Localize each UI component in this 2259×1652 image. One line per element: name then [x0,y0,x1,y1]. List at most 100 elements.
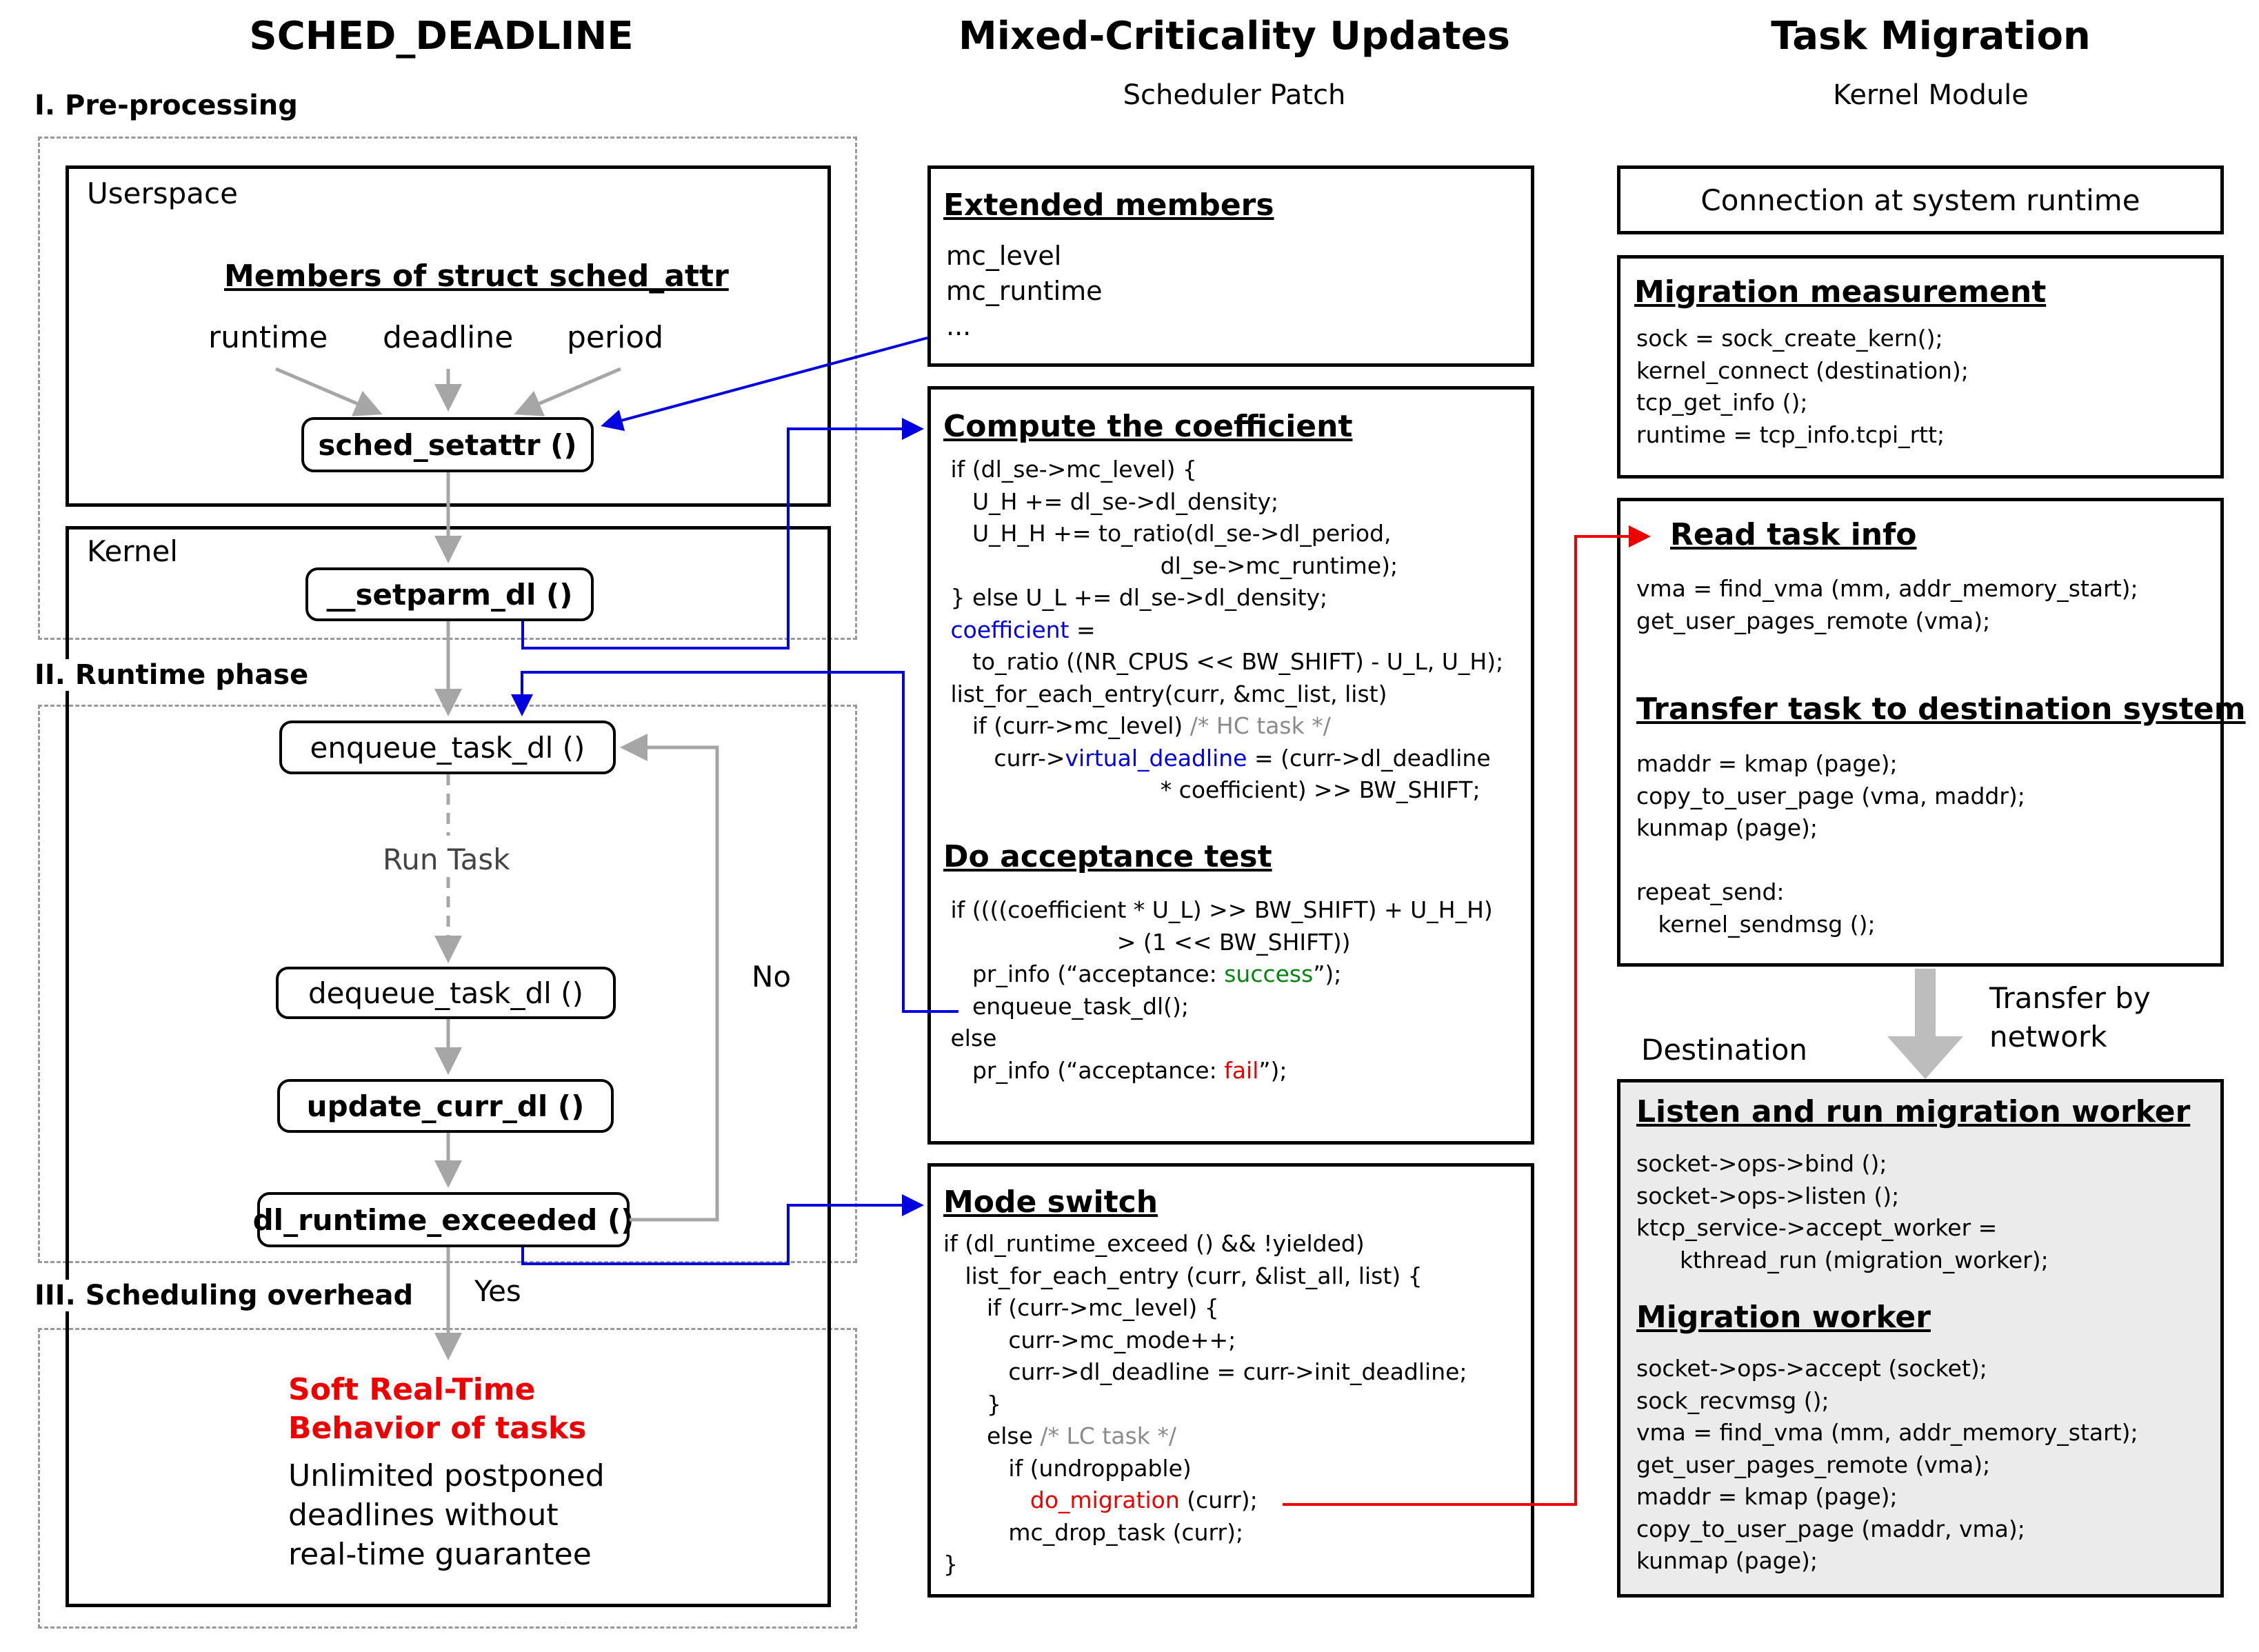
compute-coefficient-code: if (dl_se->mc_level) { U_H += dl_se->dl_… [943,454,1503,807]
overhead-desc-line3: real-time guarantee [288,1537,592,1572]
soft-realtime-title: Soft Real-Time Behavior of tasks [288,1371,586,1448]
listen-worker-title: Listen and run migration worker [1636,1094,2191,1129]
worker-line-2: sock_recvmsg (); [1636,1387,1829,1414]
lc-task-comment: /* LC task */ [1040,1422,1177,1449]
overhead-description: Unlimited postponed deadlines without re… [288,1456,605,1574]
mode-line-11: } [943,1551,958,1578]
transfer-line-1: maddr = kmap (page); [1636,750,1898,777]
accept-line-4: enqueue_task_dl(); [943,992,1189,1020]
coef-line-1: if (dl_se->mc_level) { [943,456,1197,483]
arrow-setparm-to-coefficient [521,418,924,649]
blue-arrows [511,336,958,1265]
arrow-exceeded-to-mode-switch [521,1194,924,1265]
member-period: period [567,320,664,355]
arrow-extended-to-setattr [601,336,928,432]
coef-line-11: * coefficient) >> BW_SHIFT; [943,776,1480,803]
mode-line-10: mc_drop_task (curr); [943,1518,1244,1546]
accept-line-5: else [943,1025,997,1051]
accept-line-2: > (1 << BW_SHIFT)) [943,928,1351,956]
arrow-acceptance-to-enqueue [511,671,958,1013]
worker-line-7: kunmap (page); [1636,1547,1818,1574]
sched-setattr-node: sched_setattr () [301,417,594,472]
measure-line-1: sock = sock_create_kern(); [1636,325,1943,352]
phase-label-overhead: III. Scheduling overhead [34,1280,418,1311]
mode-line-6: } [943,1390,1001,1418]
worker-line-4: get_user_pages_remote (vma); [1636,1451,1991,1478]
read-task-info-title: Read task info [1670,517,1917,552]
coef-line-2: U_H += dl_se->dl_density; [943,487,1279,515]
coefficient-variable: coefficient [943,616,1070,643]
setparm-dl-node: __setparm_dl () [305,567,594,621]
coef-line-3: U_H_H += to_ratio(dl_se->dl_period, [943,520,1392,547]
soft-realtime-line2: Behavior of tasks [288,1411,587,1446]
mode-line-2: list_for_each_entry (curr, &list_all, li… [943,1262,1423,1289]
migration-measurement-title: Migration measurement [1634,274,2047,310]
do-migration-call: do_migration [1030,1487,1180,1513]
network-arrow [1887,969,1963,1079]
middle-column-title: Mixed-Criticality Updates [958,14,1510,59]
flow-arrows [434,472,719,1360]
extended-members-box [927,165,1534,367]
overhead-desc-line2: deadlines without [288,1498,559,1533]
member-deadline: deadline [383,320,514,355]
coef-line-5: } else U_L += dl_se->dl_density; [943,584,1328,611]
listen-line-4: kthread_run (migration_worker); [1636,1246,2049,1273]
mode-line-8: if (undroppable) [943,1454,1192,1482]
transfer-line-3: kunmap (page); [1636,814,1818,841]
acceptance-test-title: Do acceptance test [943,839,1272,874]
mode-line-9-post: (curr); [1179,1487,1258,1513]
phase-label-runtime: II. Runtime phase [34,659,313,691]
arrow-runtime [275,367,383,416]
dl-runtime-exceeded-node: dl_runtime_exceeded () [253,1192,634,1247]
mode-line-7: else [943,1422,1041,1449]
transfer-line-5: repeat_send: [1636,878,1785,905]
right-column-subtitle: Kernel Module [1833,79,2029,111]
left-column-title: SCHED_DEADLINE [249,14,634,59]
hc-task-comment: /* HC task */ [1189,712,1331,739]
acceptance-fail: fail [1224,1056,1259,1084]
network-line-1: Transfer by [1989,981,2151,1015]
accept-line-1: if ((((coefficient * U_L) >> BW_SHIFT) +… [943,896,1493,923]
destination-box [1617,1079,2224,1598]
virtual-deadline-variable: virtual_deadline [1065,744,1247,772]
read-line-2: get_user_pages_remote (vma); [1636,607,1991,634]
sched-attr-members-title: Members of struct sched_attr [224,259,729,294]
kernel-label: Kernel [87,534,178,568]
member-arrows [275,367,621,416]
accept-line-6-post: ”); [1258,1056,1287,1084]
worker-line-3: vma = find_vma (mm, addr_memory_start); [1636,1419,2138,1446]
mode-line-5: curr->dl_deadline = curr->init_deadline; [943,1358,1467,1385]
coef-line-7: to_ratio ((NR_CPUS << BW_SHIFT) - U_L, U… [943,648,1504,675]
dequeue-task-dl-node: dequeue_task_dl () [276,967,616,1019]
extended-line-2: mc_runtime [946,276,1103,306]
source-migration-box [1617,498,2224,967]
accept-line-3-pre: pr_info (“acceptance: [943,960,1225,987]
extended-members-title: Extended members [943,188,1274,223]
update-curr-dl-node: update_curr_dl () [277,1079,614,1133]
extended-line-1: mc_level [946,241,1062,271]
compute-coefficient-title: Compute the coefficient [943,409,1353,444]
transfer-task-title: Transfer task to destination system [1636,692,2246,727]
measure-line-4: runtime = tcp_info.tcpi_rtt; [1636,421,1945,448]
extended-line-3: ... [946,311,972,341]
mode-line-4: curr->mc_mode++; [943,1326,1236,1353]
read-task-info-code: vma = find_vma (mm, addr_memory_start); … [1636,573,2138,637]
phase-label-preprocessing: I. Pre-processing [34,90,302,121]
listen-worker-code: socket->ops->bind (); socket->ops->liste… [1636,1148,2049,1276]
network-line-2: network [1989,1020,2107,1054]
transfer-line-2: copy_to_user_page (vma, maddr); [1636,782,2025,809]
migration-measurement-box [1617,255,2224,479]
extended-members-list: mc_level mc_runtime ... [946,239,1103,344]
coef-line-10-post: = (curr->dl_deadline [1247,744,1491,772]
run-task-label: Run Task [383,843,510,876]
transfer-by-network-label: Transfer by network [1989,979,2151,1056]
mode-switch-title: Mode switch [943,1185,1158,1220]
migration-worker-code: socket->ops->accept (socket); sock_recvm… [1636,1353,2138,1578]
acceptance-success: success [1224,960,1314,987]
mode-line-3: if (curr->mc_level) { [943,1294,1219,1321]
arrow-no-loop [620,734,719,1222]
listen-line-3: ktcp_service->accept_worker = [1636,1214,1998,1241]
destination-label: Destination [1641,1033,1808,1067]
read-line-1: vma = find_vma (mm, addr_memory_start); [1636,575,2138,602]
migration-worker-title: Migration worker [1636,1300,1931,1335]
